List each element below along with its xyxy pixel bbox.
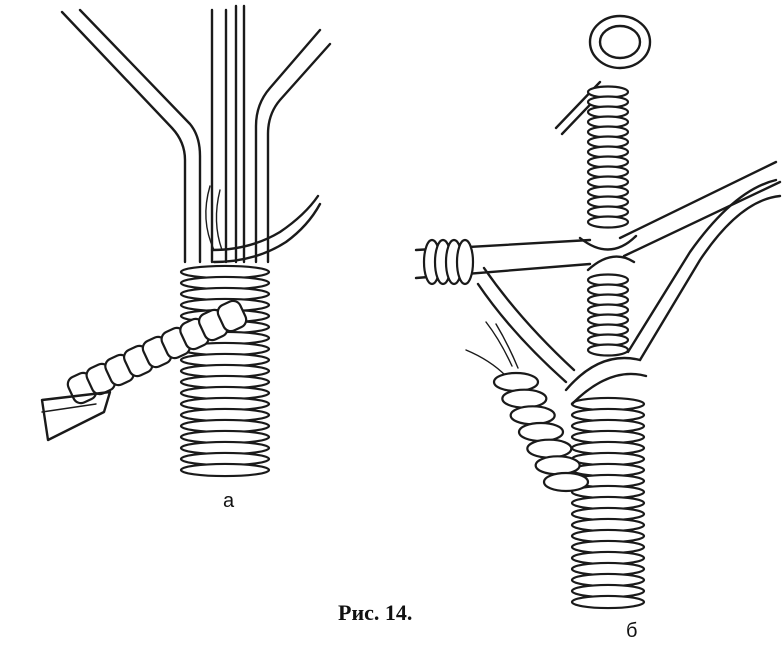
coil-turn: [179, 462, 271, 478]
branch-coil-turn: [534, 455, 581, 476]
coil-turn: [586, 215, 630, 229]
coil-b-side-branch: [492, 371, 590, 493]
coil-a: [179, 264, 271, 478]
branch-coil-turn: [542, 471, 590, 493]
coil-turn: [570, 594, 646, 610]
coil-b-left-wrap: [422, 238, 475, 286]
branch-coil-turn: [517, 421, 565, 443]
drawing-b: [414, 14, 782, 610]
label-b: б: [626, 620, 638, 642]
strip-turn: [216, 299, 248, 333]
label-a: а: [223, 490, 235, 512]
branch-coil-turn: [492, 371, 540, 393]
branch-coil-turn: [526, 438, 573, 459]
coil-turn: [586, 343, 630, 357]
drawing-a: [40, 4, 332, 478]
coil-b-lower: [570, 396, 646, 610]
branch-coil-turn: [501, 388, 548, 409]
rod-wrap-turn: [455, 238, 475, 286]
wrapping-strip-a: [66, 299, 248, 405]
branch-coil-turn: [509, 405, 556, 426]
coil-b-upper: [586, 85, 630, 357]
figure-caption: Рис. 14.: [338, 600, 413, 625]
